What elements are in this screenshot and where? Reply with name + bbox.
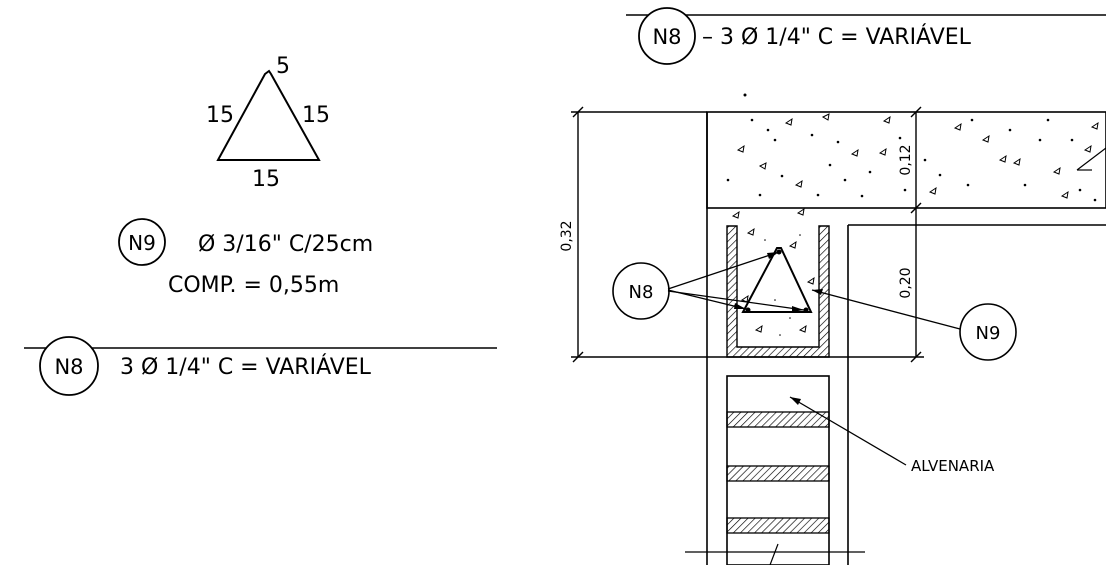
- beam-depth-dim: 0,20: [898, 267, 914, 298]
- concrete-fill: [726, 93, 1099, 219]
- stirrup-shape-detail: 5 15 15 15: [206, 54, 330, 192]
- stirrup-triangle: [216, 69, 321, 161]
- n8-tag-label-top: N8: [652, 25, 681, 49]
- slab-thickness-dim: 0,12: [898, 144, 914, 175]
- n9-tag-label: N9: [128, 231, 156, 255]
- masonry-label: ALVENARIA: [911, 457, 995, 475]
- n8-spec-text-left: 3 Ø 1/4" C = VARIÁVEL: [120, 354, 372, 380]
- n9-length-text: COMP. = 0,55m: [168, 273, 339, 298]
- n9-section-tag-circle: [959, 303, 1017, 361]
- n8-tag-label-left: N8: [54, 355, 83, 379]
- stirrup-right-dim: 15: [302, 103, 330, 128]
- n8-tag-circle-top: [638, 7, 696, 65]
- n8-tag-circle-left: [39, 336, 99, 396]
- n8-specification-top: N8 – 3 Ø 1/4" C = VARIÁVEL: [626, 7, 1106, 65]
- n8-specification-left: N8 3 Ø 1/4" C = VARIÁVEL: [24, 336, 497, 396]
- n9-section-tag: N9: [976, 323, 1001, 344]
- beam-section: 0,32: [559, 93, 1106, 565]
- stirrup-left-dim: 15: [206, 103, 234, 128]
- stirrup-base-dim: 15: [252, 167, 280, 192]
- section-stirrup: [741, 247, 813, 313]
- n9-spec-text: Ø 3/16" C/25cm: [198, 232, 373, 257]
- total-height-dim: 0,32: [559, 220, 575, 251]
- n8-spec-text-top: – 3 Ø 1/4" C = VARIÁVEL: [702, 24, 972, 50]
- masonry-wall: [685, 375, 865, 565]
- n9-tag-circle: [118, 218, 166, 266]
- n8-bar: [803, 307, 809, 313]
- n8-bar: [745, 307, 751, 313]
- n8-section-tag: N8: [629, 282, 654, 303]
- beam-u-channel: [726, 225, 830, 358]
- stirrup-hook-dim: 5: [276, 54, 290, 79]
- n9-specification: N9 Ø 3/16" C/25cm COMP. = 0,55m: [118, 218, 373, 298]
